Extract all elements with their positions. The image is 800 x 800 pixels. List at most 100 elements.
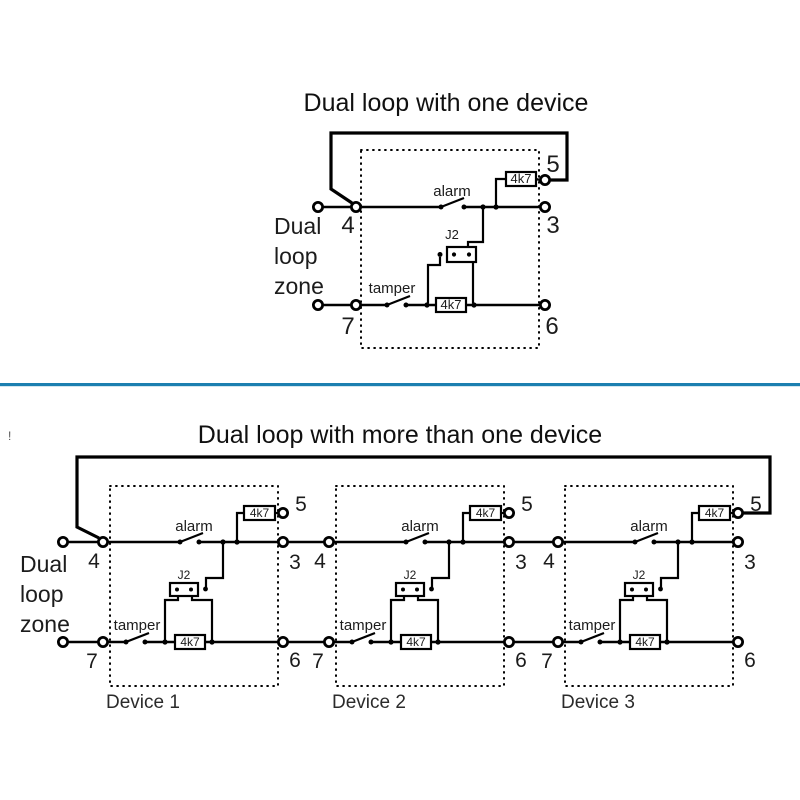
resistor-4k7-value: 4k7 (250, 506, 270, 520)
tamper-switch-blade (386, 294, 411, 307)
jumper-left-wire (426, 257, 442, 303)
device-2-boundary (335, 485, 505, 687)
alarm-switch-blade (440, 196, 465, 209)
jumper-j2-label: J2 (178, 568, 191, 582)
bottom-diagram: 4k74k747365alarmtamperJ24k74k747365alarm… (57, 455, 772, 687)
junction-dot (162, 639, 168, 645)
alarm-switch-blade (179, 531, 204, 544)
jumper-j2-block (623, 581, 655, 598)
top-zone-label-line2: loop (274, 243, 317, 269)
junction-dot (471, 302, 477, 308)
junction-dot (617, 639, 623, 645)
resistor-4k7-box (434, 296, 468, 314)
terminal-5-label: 5 (521, 493, 533, 516)
switch-contact-dot (578, 639, 584, 645)
jumper-outer-dot (203, 586, 208, 592)
outer-loop-wire (75, 455, 772, 540)
resistor-4k7-box (697, 504, 732, 522)
resistor-4k7-value: 4k7 (635, 635, 655, 649)
terminal-3-label: 3 (744, 551, 756, 574)
jumper-pin-dot (175, 587, 179, 592)
alarm-switch-label: alarm (175, 518, 213, 535)
junction-dot (493, 204, 499, 210)
alarm-switch-blade (405, 531, 430, 544)
device-1-terminal-3-circle (276, 536, 289, 549)
bottom-zone-label-line3: zone (20, 611, 70, 637)
jumper-left-wire (389, 596, 406, 642)
resistor-4k7-box (173, 633, 207, 651)
switch-contact-dot (142, 639, 148, 645)
tamper-switch-label: tamper (569, 617, 616, 634)
resistor-4k7-box (468, 504, 503, 522)
junction-dot (689, 539, 695, 545)
top-zone-label-line1: Dual (274, 213, 321, 239)
terminal-3-label: 3 (289, 551, 301, 574)
device-1-terminal-5-circle (276, 506, 289, 519)
device-2-terminal-7-circle (322, 636, 335, 649)
resistor-4k7-value: 4k7 (476, 506, 496, 520)
section-divider-line (0, 383, 800, 387)
switch-contact-dot (403, 302, 409, 308)
device-1-label: Device 1 (106, 692, 180, 713)
switch-contact-dot (368, 639, 374, 645)
switch-contact-dot (597, 639, 603, 645)
jumper-pin-dot (415, 587, 419, 592)
junction-dot (234, 539, 240, 545)
jumper-wire (204, 542, 225, 588)
junction-dot (424, 302, 430, 308)
jumper-wire (659, 542, 680, 588)
jumper-left-wire (163, 596, 180, 642)
jumper-left-wire (618, 596, 635, 642)
terminal-5-label: 5 (295, 493, 307, 516)
alarm-switch-label: alarm (401, 518, 439, 535)
switch-contact-dot (438, 204, 444, 210)
switch-contact-dot (384, 302, 390, 308)
jumper-wire (430, 542, 451, 588)
alarm-switch-blade (634, 531, 659, 544)
terminal-6-label: 6 (744, 649, 756, 672)
tamper-switch-blade (580, 631, 605, 644)
jumper-j2-label: J2 (633, 568, 646, 582)
alarm-switch-label: alarm (433, 183, 471, 200)
terminal-7-label: 7 (541, 650, 553, 673)
outer-loop-wire (329, 131, 569, 205)
terminal-3-circle (539, 200, 552, 213)
terminal-7-label: 7 (341, 313, 354, 340)
junction-dot (664, 639, 670, 645)
switch-contact-dot (123, 639, 129, 645)
switch-contact-dot (177, 539, 183, 545)
device-2-terminal-5-circle (502, 506, 515, 519)
switch-contact-dot (349, 639, 355, 645)
jumper-j2-label: J2 (404, 568, 417, 582)
switch-contact-dot (196, 539, 202, 545)
switch-contact-dot (632, 539, 638, 545)
wire-end-terminal (57, 636, 70, 649)
terminal-7-circle (349, 298, 362, 311)
junction-dot (480, 204, 486, 210)
terminal-4-label: 4 (88, 550, 100, 573)
terminal-4-circle (349, 200, 362, 213)
terminal-6-label: 6 (545, 313, 558, 340)
jumper-right-wire (416, 596, 440, 642)
terminal-3-label: 3 (546, 212, 559, 239)
wire-end-terminal (311, 200, 324, 213)
terminal-4-label: 4 (543, 550, 555, 573)
device-1-boundary (109, 485, 279, 687)
terminal-6-label: 6 (515, 649, 527, 672)
bottom-zone-label-line1: Dual (20, 551, 67, 577)
top-zone-label-line3: zone (274, 273, 324, 299)
alarm-switch-label: alarm (630, 518, 668, 535)
resistor-4k7-value: 4k7 (180, 635, 200, 649)
resistor5-wire (461, 511, 470, 542)
junction-dot (446, 539, 452, 545)
jumper-pin-dot (401, 587, 405, 592)
switch-contact-dot (461, 204, 467, 210)
switch-contact-dot (422, 539, 428, 545)
terminal-6-label: 6 (289, 649, 301, 672)
device-3-terminal-6-circle (732, 636, 745, 649)
wire-end-terminal (57, 536, 70, 549)
switch-contact-dot (403, 539, 409, 545)
device-3-terminal-3-circle (732, 536, 745, 549)
resistor5-wire (690, 511, 699, 542)
